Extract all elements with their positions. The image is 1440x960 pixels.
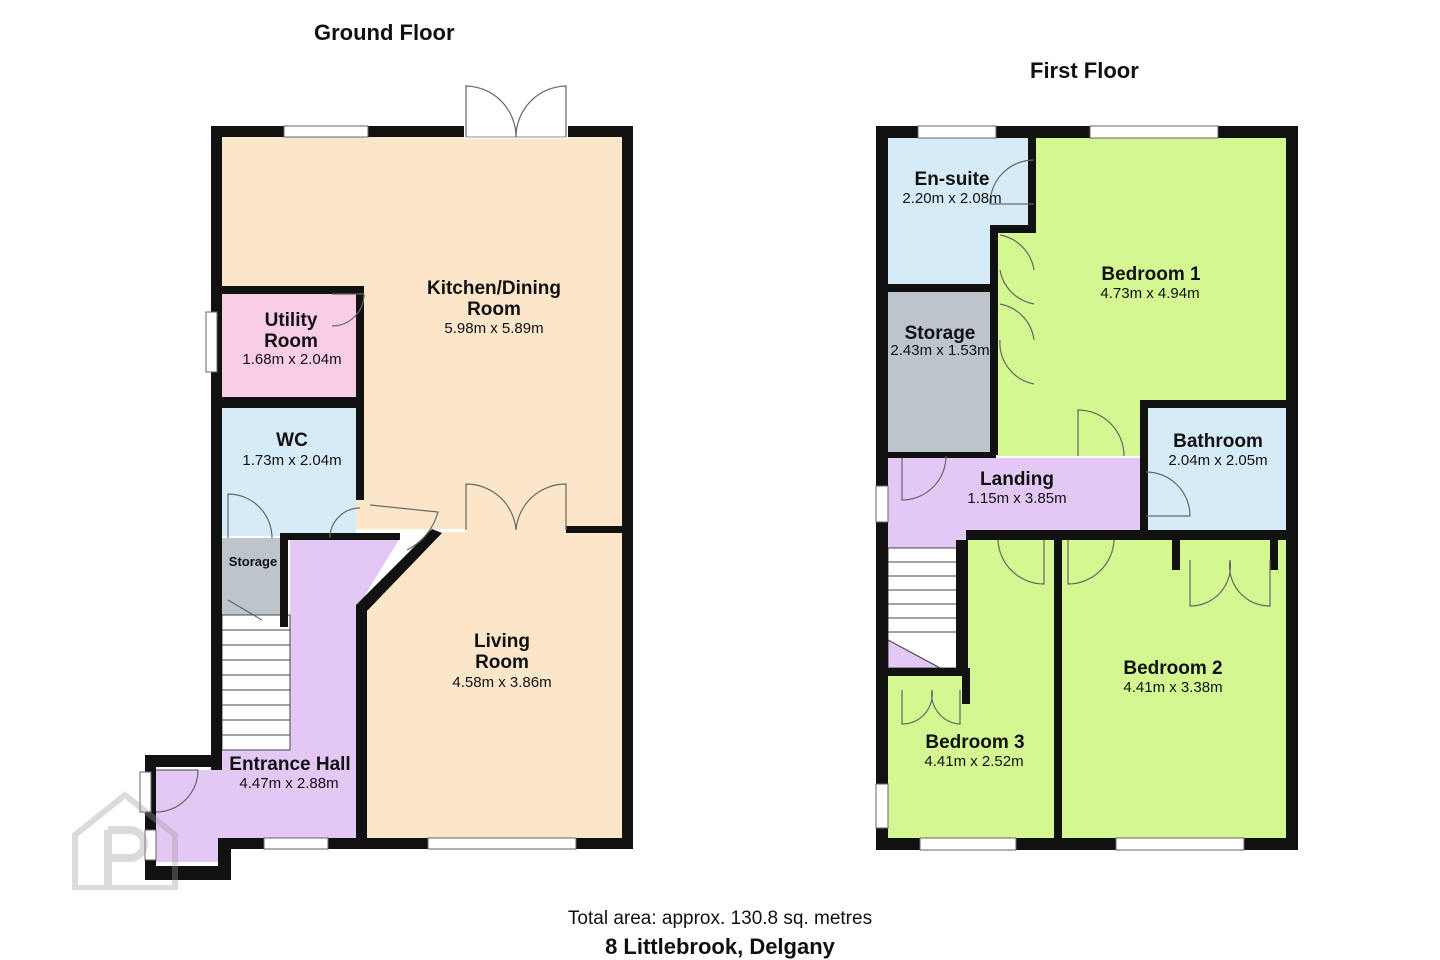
living-label-2: Room <box>475 652 529 673</box>
kitchen-dimensions: 5.98m x 5.89m <box>444 320 543 337</box>
living-label-1: Living <box>474 631 530 652</box>
living-room <box>367 532 622 839</box>
first-floor-plan: En-suite 2.20m x 2.08m Bedroom 1 4.73m x… <box>875 125 1298 851</box>
ground-storage <box>222 538 284 624</box>
hall-dimensions: 4.47m x 2.88m <box>239 775 338 792</box>
bedroom-3-dimensions: 4.41m x 2.52m <box>924 753 1023 770</box>
bathroom-room <box>1146 408 1286 533</box>
first-storage-dimensions: 2.43m x 1.53m <box>890 342 989 359</box>
ground-floor-plan: Kitchen/Dining Room 5.98m x 5.89m Utilit… <box>139 85 633 880</box>
ground-inner-walls <box>211 286 628 845</box>
wc-room <box>222 408 356 536</box>
bedroom-1-dimensions: 4.73m x 4.94m <box>1100 285 1199 302</box>
first-storage-label: Storage <box>905 323 976 344</box>
ground-patio-doors <box>464 85 568 139</box>
first-storage <box>888 292 990 456</box>
bedroom-3 <box>888 540 1054 838</box>
ground-windows <box>139 125 577 861</box>
wc-label: WC <box>276 430 308 451</box>
ground-storage-label: Storage <box>229 554 277 569</box>
living-dimensions: 4.58m x 3.86m <box>452 674 551 691</box>
landing-dimensions: 1.15m x 3.85m <box>967 490 1066 507</box>
landing-label: Landing <box>980 469 1054 490</box>
first-floor-title: First Floor <box>1030 58 1139 83</box>
first-windows <box>875 125 1245 851</box>
kitchen-label-1: Kitchen/Dining <box>427 278 561 299</box>
bedroom-1-label: Bedroom 1 <box>1101 264 1201 285</box>
bedroom-2-label: Bedroom 2 <box>1123 658 1222 679</box>
utility-label-2: Room <box>264 331 318 352</box>
living-room-doors <box>465 483 567 535</box>
ground-door-swings <box>155 293 439 813</box>
bathroom-label: Bathroom <box>1173 431 1263 452</box>
ground-floor-title: Ground Floor <box>314 20 455 45</box>
bathroom-dimensions: 2.04m x 2.05m <box>1168 452 1267 469</box>
total-area-text: Total area: approx. 130.8 sq. metres <box>567 908 873 929</box>
bedroom-3-label: Bedroom 3 <box>925 732 1024 753</box>
first-stairs <box>887 547 959 669</box>
utility-dimensions: 1.68m x 2.04m <box>242 351 341 368</box>
first-door-swings <box>901 159 1271 725</box>
hall-label: Entrance Hall <box>229 754 350 775</box>
first-inner-walls <box>876 138 1298 845</box>
property-logo-icon <box>72 791 178 890</box>
ensuite-label: En-suite <box>915 169 990 190</box>
ground-stairs <box>221 614 291 751</box>
bedroom-2 <box>1062 540 1286 838</box>
utility-label-1: Utility <box>265 310 318 331</box>
kitchen-label-2: Room <box>467 299 521 320</box>
ensuite-dimensions: 2.20m x 2.08m <box>902 190 1001 207</box>
utility-room <box>222 294 356 397</box>
wc-dimensions: 1.73m x 2.04m <box>242 452 341 469</box>
bedroom-1 <box>997 138 1286 456</box>
property-address: 8 Littlebrook, Delgany <box>605 934 835 959</box>
bedroom-2-dimensions: 4.41m x 3.38m <box>1123 679 1222 696</box>
